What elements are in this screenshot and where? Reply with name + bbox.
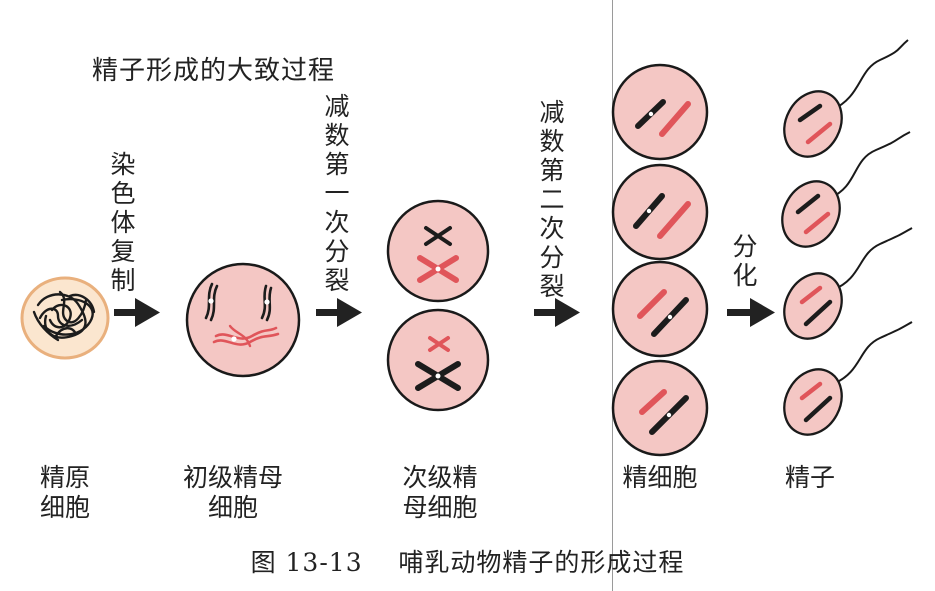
figure-number: 图 13-13 [250,548,363,577]
arrow-differentiation [727,298,775,327]
spermatid-cell-4 [611,359,709,457]
secondary-spermatocyte-cell-top [386,199,490,303]
spermatid-cell-1 [611,63,709,161]
replicated-chromosomes [204,282,280,348]
stage-label-spermatid: 精细胞 [622,463,698,492]
primary-spermatocyte-cell [185,262,301,378]
sperm-3 [783,227,913,340]
stage-label-primary-spermatocyte: 初级精母细胞 [182,463,283,522]
sperm-1 [783,39,909,158]
vertical-divider [612,0,613,591]
label-meiosis-second-division: 减数第二次分裂 [539,98,565,301]
stage-label-secondary-spermatocyte: 次级精母细胞 [402,463,478,522]
label-differentiation: 分化 [732,232,758,290]
spermatogonium-cell [20,276,110,360]
spermatid-cell-3 [611,260,709,358]
figure-caption: 图 13-13 哺乳动物精子的形成过程 [0,543,935,579]
spermatid-cell-2 [611,163,709,261]
tangled-chromatin [32,290,96,342]
label-meiosis-first-division: 减数第一次分裂 [324,92,350,295]
arrow-meiosis-1 [316,298,362,327]
stage-label-spermatogonium: 精原细胞 [39,463,90,522]
arrow-replication [114,298,160,327]
figure-caption-text: 哺乳动物精子的形成过程 [398,548,685,577]
label-chromosome-replication: 染色体复制 [110,150,136,295]
secondary-spermatocyte-cell-bottom [386,308,490,412]
sperm-4 [783,321,913,436]
arrow-meiosis-2 [534,298,580,327]
stage-label-sperm: 精子 [784,463,835,492]
sperm-2 [781,131,911,248]
diagram-title: 精子形成的大致过程 [92,56,336,86]
